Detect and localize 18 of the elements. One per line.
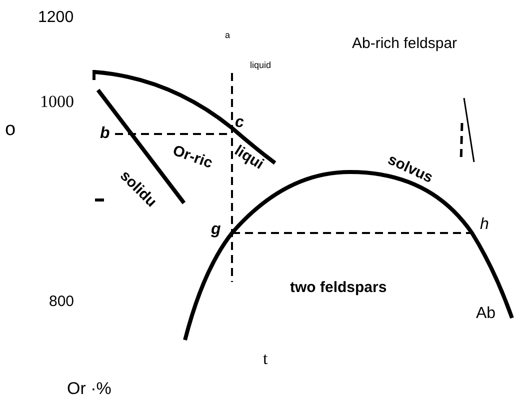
region-label: Ab-rich feldspar [352,36,458,51]
axis-tick-label: 800 [49,294,74,309]
axis-label: t [263,350,268,367]
axis-label: Or ·% [67,380,112,397]
point-label: h [480,217,489,233]
curve-label: liqui [232,143,266,172]
point-label: b [100,126,110,142]
axis-tick-label: 1000 [40,93,74,110]
axis-label: Ab [476,306,496,322]
region-label: Or-ric [170,143,214,172]
curve-label: solvus [386,152,436,186]
region-label: liquid [250,61,272,70]
axis-tick-label: 1200 [38,10,74,26]
point-label: g [211,222,221,238]
point-label: a [225,31,230,40]
region-label: two feldspars [290,280,387,295]
axis-label: o [5,120,16,139]
point-label: c [235,115,244,131]
